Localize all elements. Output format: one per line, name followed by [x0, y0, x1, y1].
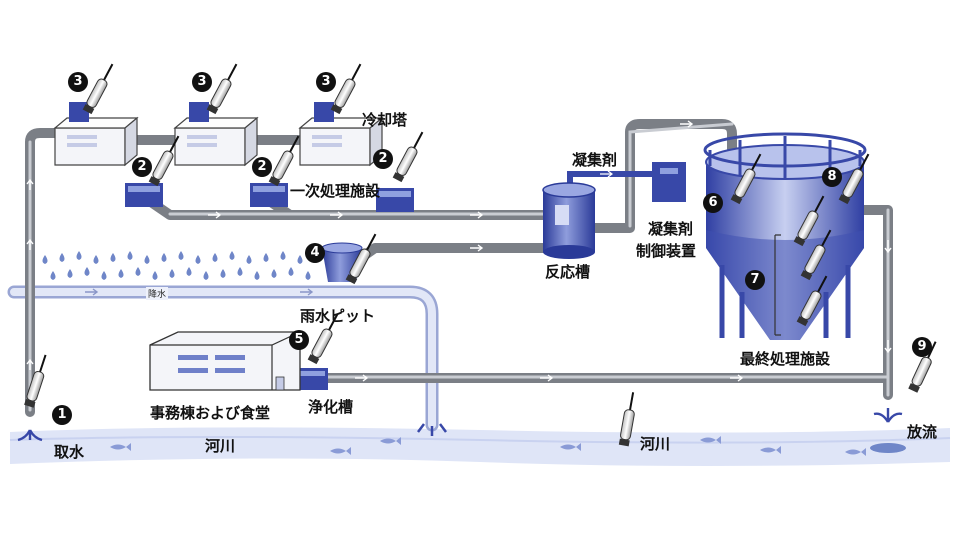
rain-drop-icon — [195, 255, 201, 264]
sensors — [24, 63, 937, 447]
water-quality-sensor-icon — [392, 131, 424, 183]
rain-drop-icon — [135, 267, 141, 276]
marker-3-c: 3 — [316, 72, 336, 92]
marker-9: 9 — [912, 337, 932, 357]
rain-drop-icon — [271, 269, 277, 278]
rain-drop-icon — [178, 251, 184, 260]
label-river-right: 河川 — [640, 435, 671, 453]
water-quality-sensor-icon — [307, 313, 339, 365]
rain-drop-icon — [305, 271, 311, 280]
final-treatment-tank — [703, 132, 867, 340]
marker-5: 5 — [289, 330, 309, 350]
water-quality-sensor-icon — [793, 195, 825, 247]
marker-7: 7 — [745, 270, 765, 290]
marker-2-b: 2 — [252, 157, 272, 177]
rain-drop-icon — [93, 255, 99, 264]
rain-drop-icon — [152, 271, 158, 280]
label-intake: 取水 — [54, 443, 85, 461]
rain-drop-icon — [59, 253, 65, 262]
primary-basins — [125, 183, 414, 212]
cooling-tower-1 — [53, 102, 139, 167]
discharge-pool — [870, 443, 906, 453]
water-quality-sensor-icon — [330, 63, 362, 115]
cooling-tower-3 — [298, 102, 384, 167]
marker-3-b: 3 — [192, 72, 212, 92]
splash-icons — [17, 408, 903, 442]
cooling-tower-2 — [173, 102, 259, 167]
label-primary-treatment: 一次処理施設 — [290, 182, 381, 200]
label-septic-tank: 浄化槽 — [308, 398, 354, 416]
rain-drop-icon — [297, 255, 303, 264]
rain-drop-icon — [42, 255, 48, 264]
marker-6: 6 — [703, 193, 723, 213]
rain-pipe — [7, 285, 447, 436]
label-reaction-tank: 反応槽 — [545, 263, 591, 281]
water-quality-sensor-icon — [345, 233, 377, 285]
label-rainwater-pit: 雨水ピット — [300, 307, 376, 325]
rain-drop-icon — [263, 253, 269, 262]
rain-drop-icon — [169, 269, 175, 278]
marker-4: 4 — [305, 243, 325, 263]
water-quality-sensor-icon — [618, 392, 635, 447]
rain-drop-icon — [161, 253, 167, 262]
water-quality-sensor-icon — [730, 153, 762, 205]
label-coagulant-controller-2: 制御装置 — [636, 242, 697, 260]
label-final-treatment: 最終処理施設 — [740, 350, 831, 368]
water-quality-sensor-icon — [24, 354, 47, 408]
rain-drop-icon — [84, 267, 90, 276]
marker-2-c: 2 — [373, 149, 393, 169]
label-discharge: 放流 — [907, 423, 938, 441]
label-cooling-tower: 冷却塔 — [362, 111, 408, 129]
marker-2-a: 2 — [132, 157, 152, 177]
rain-drop-icon — [144, 255, 150, 264]
label-coagulant: 凝集剤 — [572, 151, 618, 169]
rain-drop-icon — [254, 271, 260, 280]
label-coagulant-controller-1: 凝集剤 — [648, 220, 694, 238]
label-rainfall: 降水 — [146, 287, 169, 300]
rain-drop-icon — [246, 255, 252, 264]
rain-drop-icon — [186, 267, 192, 276]
marker-8: 8 — [822, 167, 842, 187]
rain-drop-icon — [67, 269, 73, 278]
water-quality-sensor-icon — [800, 229, 832, 281]
rain-drop-icon — [229, 251, 235, 260]
rain-drop-icon — [280, 251, 286, 260]
septic-tank — [296, 368, 328, 390]
label-office-building: 事務棟および食堂 — [150, 404, 271, 422]
rain-drop-icon — [76, 251, 82, 260]
fish-icons — [110, 436, 866, 456]
water-quality-sensor-icon — [796, 275, 828, 327]
river — [9, 427, 951, 466]
rain-drop-icon — [50, 271, 56, 280]
marker-1: 1 — [52, 405, 72, 425]
water-quality-sensor-icon — [268, 135, 300, 187]
marker-3-a: 3 — [68, 72, 88, 92]
rain-drop-icon — [110, 253, 116, 262]
rain-drop-icon — [220, 269, 226, 278]
rain-drop-icon — [101, 271, 107, 280]
rain-drop-icon — [203, 271, 209, 280]
water-quality-sensor-icon — [82, 63, 114, 115]
reaction-tank — [542, 182, 596, 259]
rain-drop-icon — [237, 267, 243, 276]
rain-drop-icon — [118, 269, 124, 278]
cooling-towers — [53, 102, 384, 167]
rain-drop-icon — [212, 253, 218, 262]
water-quality-sensor-icon — [908, 341, 937, 393]
rain-drop-icon — [127, 251, 133, 260]
rain-drops — [42, 251, 311, 280]
office-building — [149, 331, 301, 391]
water-quality-sensor-icon — [148, 135, 180, 187]
label-river-left: 河川 — [205, 437, 236, 455]
water-quality-sensor-icon — [838, 153, 870, 205]
rain-drop-icon — [288, 267, 294, 276]
water-quality-sensor-icon — [206, 63, 238, 115]
flow-arrows — [26, 120, 892, 382]
